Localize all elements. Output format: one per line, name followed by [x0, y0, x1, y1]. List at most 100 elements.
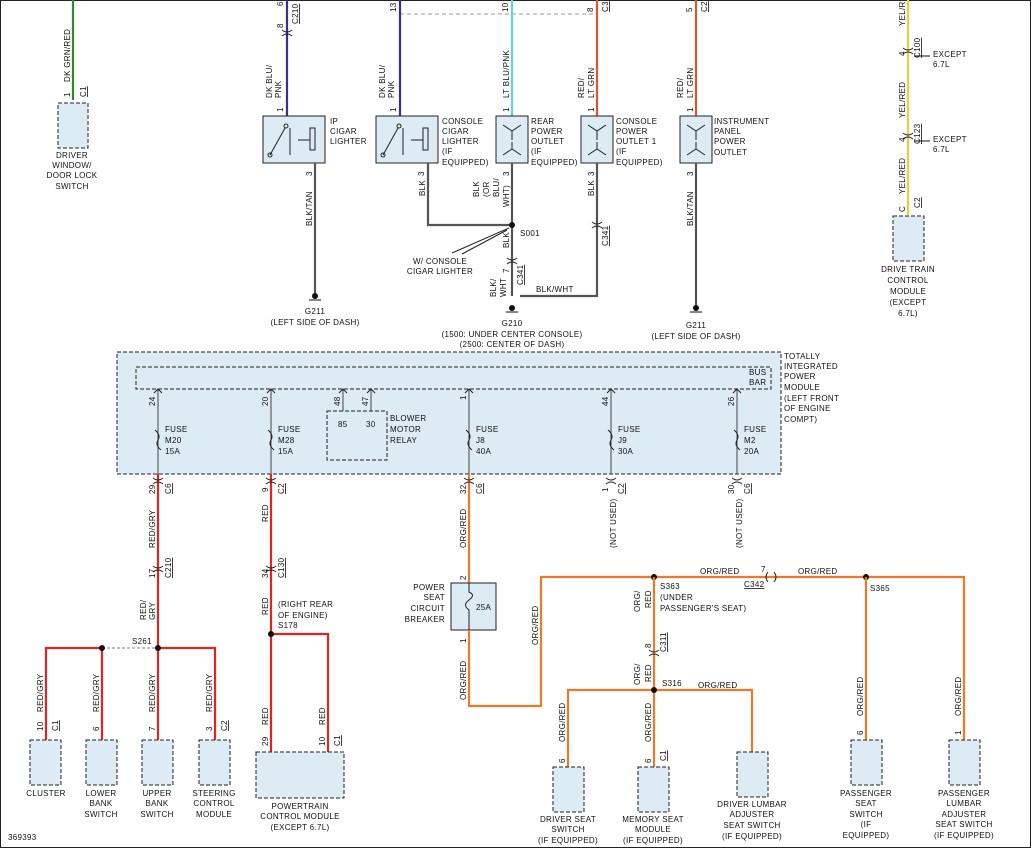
relay-inner-85: 85: [338, 420, 348, 429]
pla-l2: ADJUSTER: [942, 810, 987, 819]
cb-pin2: 2: [459, 575, 468, 580]
lower-bank-switch-load: RED/GRY 6 LOWER BANK SWITCH: [84, 673, 118, 819]
c100-except-0: EXCEPT: [933, 50, 967, 59]
j8-out-pin: 32: [459, 484, 468, 494]
co1-label-2: OUTLET 1: [616, 137, 657, 146]
co1-label-0: CONSOLE: [616, 117, 657, 126]
driver-lumbar-adjuster-box: [736, 751, 769, 798]
tipm-title-2: POWER: [784, 372, 816, 381]
dt-label-4: 6.7L): [898, 309, 918, 318]
drive-train-module-circuit: YEL/R 4 C100 EXCEPT 6.7L YEL/RED 4 C123 …: [881, 0, 967, 318]
tipm-title-4: (LEFT FRONT: [784, 394, 839, 403]
s178-label: S178: [278, 621, 298, 630]
cb-l0: POWER: [413, 583, 445, 592]
s363-label: S363: [660, 582, 680, 591]
dss-l1: SWITCH: [551, 825, 584, 834]
s363-down-wire-1: RED: [644, 590, 653, 608]
bus-bar-box: [135, 366, 772, 390]
fuse-j8: 1 FUSE J8 40A: [459, 388, 499, 474]
msm-wire: ORG/RED: [644, 703, 653, 742]
s316-splice: [651, 687, 657, 693]
upper-bank-l2: SWITCH: [140, 810, 173, 819]
co1-gnd-wire: BLK: [587, 180, 596, 196]
dt-label-3: (EXCEPT: [890, 298, 927, 307]
lower-bank-pin: 6: [92, 726, 101, 731]
steering-l2: MODULE: [196, 810, 232, 819]
driver-wire-label: DK GRN/RED: [63, 29, 72, 82]
j9-out-pin: 1: [601, 487, 610, 492]
memory-seat-module-load: ORG/RED 6 C1 MEMORY SEAT MODULE (IF EQUI…: [622, 703, 683, 845]
c123-except-1: 6.7L: [933, 145, 950, 154]
driver-label-2: DOOR LOCK: [47, 171, 98, 180]
s001-splice: [509, 222, 515, 228]
dt-wire-bot: YEL/RED: [898, 158, 907, 194]
fuse-j9-l1: J9: [618, 436, 627, 445]
lower-bank-wire: RED/GRY: [92, 673, 101, 712]
s001-label: S001: [520, 229, 540, 238]
ip-cigar-lighter-circuit: 6 8 C210 DK BLU/ PNK 1 IP CIGAR LIGHTER …: [262, 0, 366, 327]
s316-wire: ORG/RED: [698, 681, 737, 690]
tipm-title-5: OF ENGINE: [784, 404, 831, 413]
c123-conn: C123: [913, 123, 922, 144]
relay-label-1: MOTOR: [390, 425, 421, 434]
cluster-conn: C1: [51, 720, 60, 731]
ip-pin3: 3: [305, 171, 314, 176]
c210-wire-0: RED/: [139, 599, 148, 620]
fuse-m2-pin: 26: [727, 396, 736, 406]
pcm-l0: POWERTRAIN: [271, 802, 328, 811]
console-power-outlet-circuit: 8 C3 RED/ LT GRN 1 CONSOLE POWER OUTLET …: [520, 0, 662, 298]
j8-branch: 32 C6 ORG/RED 2 25A POWER SEAT CIRCUIT B…: [405, 474, 994, 845]
s261-splice-left: [99, 645, 105, 651]
c100-except-1: 6.7L: [933, 60, 950, 69]
rear-gnd-0: BLK: [472, 181, 481, 197]
s178-wire: RED: [261, 597, 270, 615]
dss-wire: ORG/RED: [558, 703, 567, 742]
rear-pin1: 1: [502, 107, 511, 112]
pss-l2: SWITCH: [849, 810, 882, 819]
steering-l1: CONTROL: [193, 799, 234, 808]
driver-window-switch-box: [57, 102, 89, 149]
co1-pin1: 1: [587, 107, 596, 112]
s365-label: S365: [870, 584, 890, 593]
cc-pin3: 3: [417, 171, 426, 176]
ipo-wire-1: LT GRN: [686, 68, 695, 98]
s178-splice: [268, 631, 274, 637]
co1-wire-0: RED/: [577, 77, 586, 98]
m2-notused: (NOT USED): [735, 498, 744, 548]
dla-l3: (IF EQUIPPED): [722, 832, 782, 841]
msm-pin: 6: [644, 758, 653, 763]
cc-label-4: EQUIPPED): [442, 158, 489, 167]
diagram-id: 369393: [8, 833, 37, 842]
passenger-seat-switch-box: [850, 739, 883, 786]
cc-label-1: CIGAR: [442, 127, 469, 136]
j9-out-conn: C2: [617, 483, 626, 494]
lower-bank-l1: BANK: [90, 799, 113, 808]
ip-label-0: IP: [330, 117, 338, 126]
instrument-panel-outlet-circuit: 5 C2 RED/ LT GRN 1 INSTRUMENT PANEL POWE…: [651, 0, 769, 341]
dt-conn: C2: [913, 197, 922, 208]
c130-conn: C130: [277, 557, 286, 578]
ipo-pin3: 3: [686, 171, 695, 176]
ipo-label-3: OUTLET: [714, 148, 747, 157]
driver-conn: C1: [79, 86, 88, 97]
fuse-j8-l0: FUSE: [476, 425, 499, 434]
lower-bank-l2: SWITCH: [84, 810, 117, 819]
w-console-0: W/ CONSOLE: [413, 257, 467, 266]
pss-l4: EQUIPPED): [843, 831, 890, 840]
upper-bank-pin: 7: [148, 726, 157, 731]
pcm-pin2: 10: [318, 736, 327, 746]
fuse-j9-l2: 30A: [618, 447, 633, 456]
cc-label-3: (IF: [442, 147, 453, 156]
ip-label-1: CIGAR: [330, 127, 357, 136]
pcm-wire2: RED: [318, 707, 327, 725]
j8-out-conn: C6: [475, 483, 484, 494]
fuse-j8-pin: 1: [459, 395, 468, 400]
pla-l0: PASSENGER: [938, 789, 990, 798]
relay-inner-30: 30: [366, 420, 376, 429]
fuse-m2-l0: FUSE: [744, 425, 767, 434]
s261-label: S261: [132, 637, 152, 646]
c341-conn: C341: [516, 264, 525, 285]
steering-pin: 3: [205, 726, 214, 731]
m2-not-used: 30 C6 (NOT USED): [727, 477, 752, 548]
dt-label-0: DRIVE TRAIN: [881, 265, 935, 274]
